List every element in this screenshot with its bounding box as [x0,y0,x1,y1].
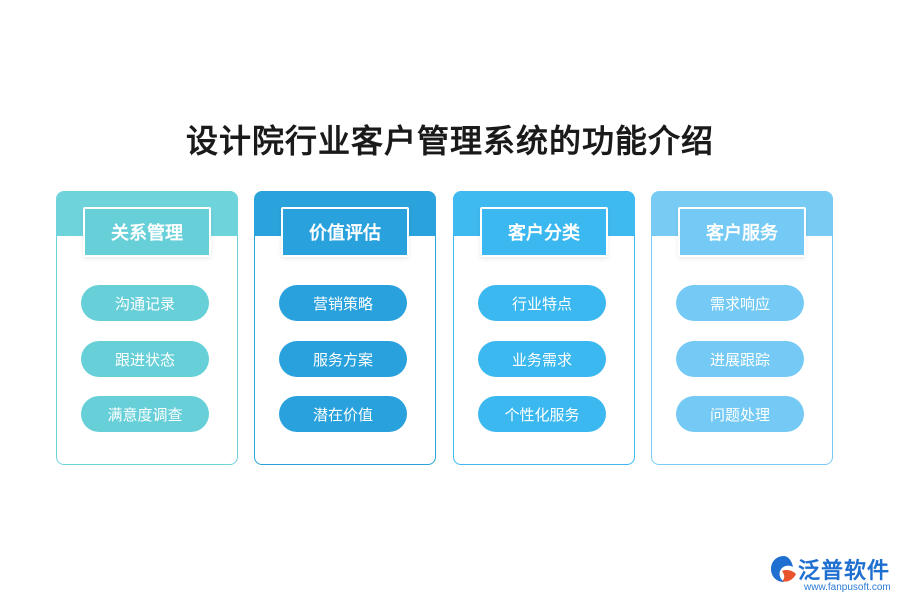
logo-name: 泛普软件 [798,559,891,584]
card-customer-classification: 客户分类 行业特点 业务需求 个性化服务 [453,191,635,465]
logo-icon [771,556,796,582]
feature-pill: 潜在价值 [279,396,407,432]
feature-pill: 营销策略 [279,285,407,321]
feature-pill: 跟进状态 [81,341,209,377]
card-heading: 客户分类 [480,207,608,257]
feature-pill: 问题处理 [676,396,804,432]
card-heading: 关系管理 [83,207,211,257]
feature-pill: 需求响应 [676,285,804,321]
feature-pill: 业务需求 [478,341,606,377]
logo-url: www.fanpusoft.com [804,582,891,593]
feature-pill: 沟通记录 [81,285,209,321]
page-title: 设计院行业客户管理系统的功能介绍 [185,122,714,160]
feature-pill: 行业特点 [478,285,606,321]
card-value-assessment: 价值评估 营销策略 服务方案 潜在价值 [254,191,436,465]
feature-pill: 个性化服务 [478,396,606,432]
feature-pill: 服务方案 [279,341,407,377]
card-heading: 客户服务 [678,207,806,257]
card-relationship-management: 关系管理 沟通记录 跟进状态 满意度调查 [56,191,238,465]
feature-pill: 进展跟踪 [676,341,804,377]
card-customer-service: 客户服务 需求响应 进展跟踪 问题处理 [651,191,833,465]
brand-logo: 泛普软件 www.fanpusoft.com [768,553,894,593]
card-heading: 价值评估 [281,207,409,257]
feature-pill: 满意度调查 [81,396,209,432]
